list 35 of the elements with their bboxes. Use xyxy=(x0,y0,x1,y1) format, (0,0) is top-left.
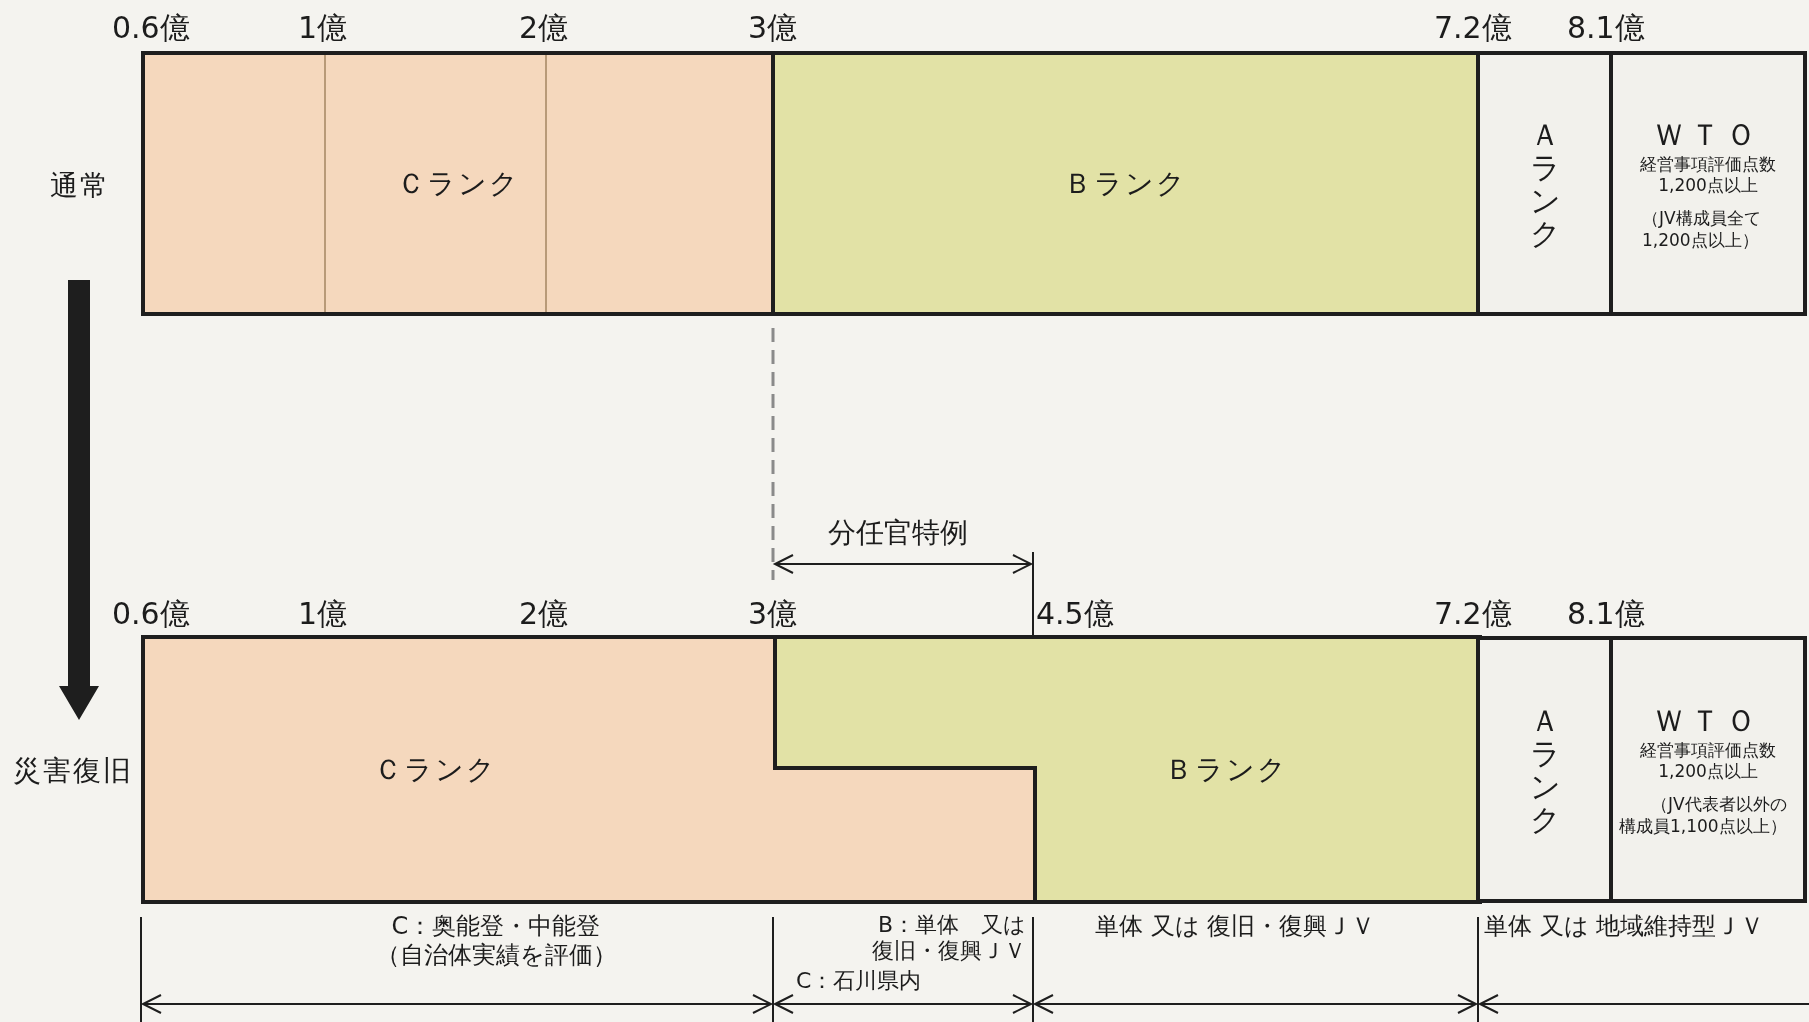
down-arrow xyxy=(59,280,99,720)
tick-label: 7.2億 xyxy=(1434,596,1512,632)
wto-note: （JV構成員全て1,200点以上） xyxy=(1642,208,1762,251)
wto-title: ＷＴＯ xyxy=(1654,116,1762,154)
rank-box xyxy=(141,636,1033,903)
scope-note: 単体 又は 地域維持型ＪＶ xyxy=(1484,912,1765,941)
rank-text: Ａランク xyxy=(1529,703,1560,836)
scope-note: C：石川県内 xyxy=(796,968,922,995)
scope-note: C：奥能登・中能登（自治体実績を評価） xyxy=(374,912,618,970)
tick-label: 8.1億 xyxy=(1567,596,1645,632)
wto-note: （JV代表者以外の構成員1,100点以上） xyxy=(1619,794,1788,837)
row-title: 災害復旧 xyxy=(12,752,133,788)
tick-label: 1億 xyxy=(298,596,348,632)
row-title: 通常 xyxy=(50,167,110,203)
tick-label: 3億 xyxy=(748,596,798,632)
tick-label: 0.6億 xyxy=(112,596,190,632)
tick-label: 1億 xyxy=(298,10,348,46)
rank-text: Ｃランク xyxy=(396,166,520,201)
tick-label: 2億 xyxy=(519,10,569,46)
rank-text: Ａランク xyxy=(1529,117,1560,250)
tick-label: 0.6億 xyxy=(112,10,190,46)
tick-label: 7.2億 xyxy=(1434,10,1512,46)
tick-label: 3億 xyxy=(748,10,798,46)
rank-text: Ｂランク xyxy=(1064,166,1187,201)
tick-label: 2億 xyxy=(519,596,569,632)
rank-text: Ｃランク xyxy=(373,752,497,787)
tick-label: 4.5億 xyxy=(1036,596,1114,632)
scope-note: B：単体 又は復旧・復興ＪＶ xyxy=(871,912,1026,965)
wto-note: 経営事項評価点数1,200点以上 xyxy=(1639,739,1777,783)
scope-note: 単体 又は 復旧・復興ＪＶ xyxy=(1095,912,1376,941)
range-label: 分任官特例 xyxy=(828,516,968,550)
wto-note: 経営事項評価点数1,200点以上 xyxy=(1639,153,1777,197)
wto-title: ＷＴＯ xyxy=(1654,702,1762,740)
rank-text: Ｂランク xyxy=(1165,752,1288,787)
tick-label: 8.1億 xyxy=(1567,10,1645,46)
